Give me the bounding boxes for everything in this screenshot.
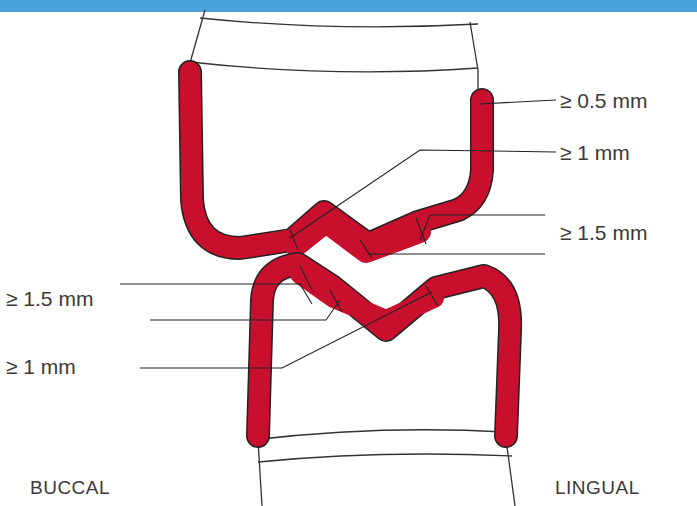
side-label: LINGUAL <box>555 478 640 497</box>
tooth-outline <box>188 10 515 506</box>
dimension-ticks <box>290 218 438 312</box>
leader-lines <box>120 100 556 368</box>
dimension-label: ≥ 1 mm <box>560 142 630 163</box>
dimension-label: ≥ 1.5 mm <box>6 288 93 309</box>
side-label: BUCCAL <box>30 478 110 497</box>
header-bar <box>0 0 697 12</box>
dimension-label: ≥ 1 mm <box>6 356 76 377</box>
dimension-label: ≥ 1.5 mm <box>560 222 647 243</box>
dimension-label: ≥ 0.5 mm <box>560 90 647 111</box>
